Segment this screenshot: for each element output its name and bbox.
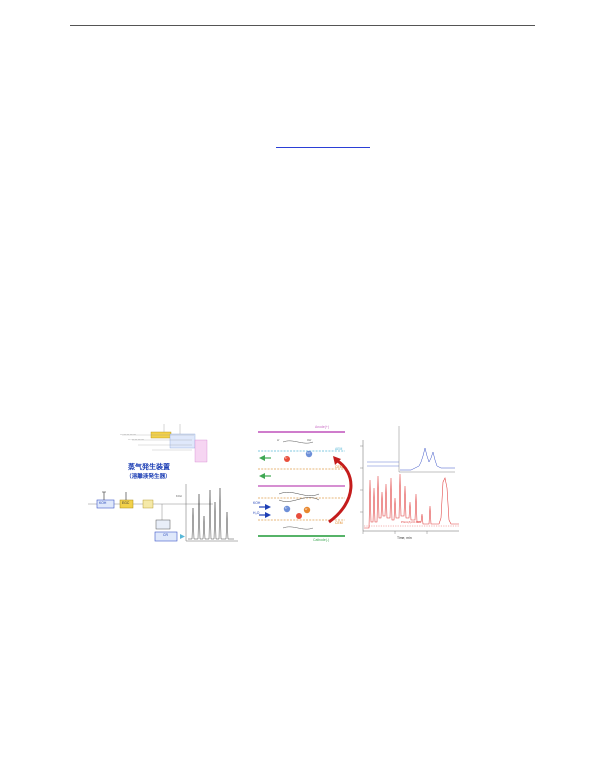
recycle-arrow [328, 458, 353, 524]
left-arrow-icon [259, 455, 265, 461]
koh-inlet-label: KOH [253, 501, 261, 505]
ion-circle [303, 506, 311, 514]
cathode-label: Cathode(-) [313, 538, 330, 542]
right-arrow-icon [265, 512, 271, 518]
panel-a-subtitle: （溶離液発生器） [126, 474, 171, 480]
aem-label: AEM [335, 447, 343, 451]
header-rule [70, 25, 535, 26]
koh-unit [96, 499, 115, 509]
cr-unit [155, 519, 171, 530]
figure-panel-eluent-generator: — — — — — — — — — — 蒸气発生装置 （溶離液発生器） KOH … [88, 418, 248, 546]
blue-trace [400, 447, 455, 471]
ion-label: OH⁻ [307, 439, 313, 442]
chromatogram-plot [360, 426, 459, 534]
top-unit-blue [169, 433, 196, 449]
left-arrow-icon [259, 473, 265, 479]
eluent-generator-diagram [88, 424, 238, 542]
flow-koh-label: KOH [176, 495, 182, 498]
h2o-inlet-label: H₂O [253, 511, 260, 515]
ion-circle [284, 456, 290, 462]
ion-label: H⁺ [305, 507, 309, 511]
ion-circle [305, 450, 313, 458]
ion-label: H⁺ [277, 439, 281, 442]
hyperlink-underline[interactable] [276, 147, 370, 148]
x-axis-label: Time, min [397, 536, 412, 540]
recycle-arrow-head-icon [333, 456, 341, 465]
trap-unit [142, 499, 154, 509]
cr-label-box [154, 531, 178, 542]
egc-label: EGC [122, 501, 130, 505]
red-trace-label: PGC(A)=0.005 [401, 520, 421, 524]
anode-label: Anode(+) [315, 425, 330, 429]
schematic-note: — — — — — [128, 438, 144, 441]
panel-a-title: 蒸气発生装置 [128, 464, 170, 471]
red-trace [364, 473, 459, 529]
ion-circle [283, 505, 291, 513]
figure-panel-membrane-diagram: Anode(+) AEM CEM CEM Cathode(-) KOH H₂O … [253, 418, 353, 546]
cr-label: CR [163, 533, 168, 537]
membrane-diagram [258, 431, 353, 537]
cem-label-2: CEM [335, 521, 343, 525]
ion-circle [296, 513, 302, 519]
right-arrow-icon [265, 504, 271, 510]
cr-arrow-icon [180, 534, 185, 539]
schematic-note: — — — — — [120, 433, 136, 436]
top-unit-pink [194, 439, 208, 463]
ion-label: Cl⁻ [307, 451, 311, 455]
egc-unit [119, 499, 134, 509]
koh-label: KOH [99, 501, 107, 505]
ion-label: K⁺ [285, 456, 289, 460]
cem-label-1: CEM [335, 465, 343, 469]
figure-panel-chromatogram: PGC(A)=0.005 Time, min [355, 418, 470, 546]
ion-label: K⁺ [285, 506, 289, 510]
